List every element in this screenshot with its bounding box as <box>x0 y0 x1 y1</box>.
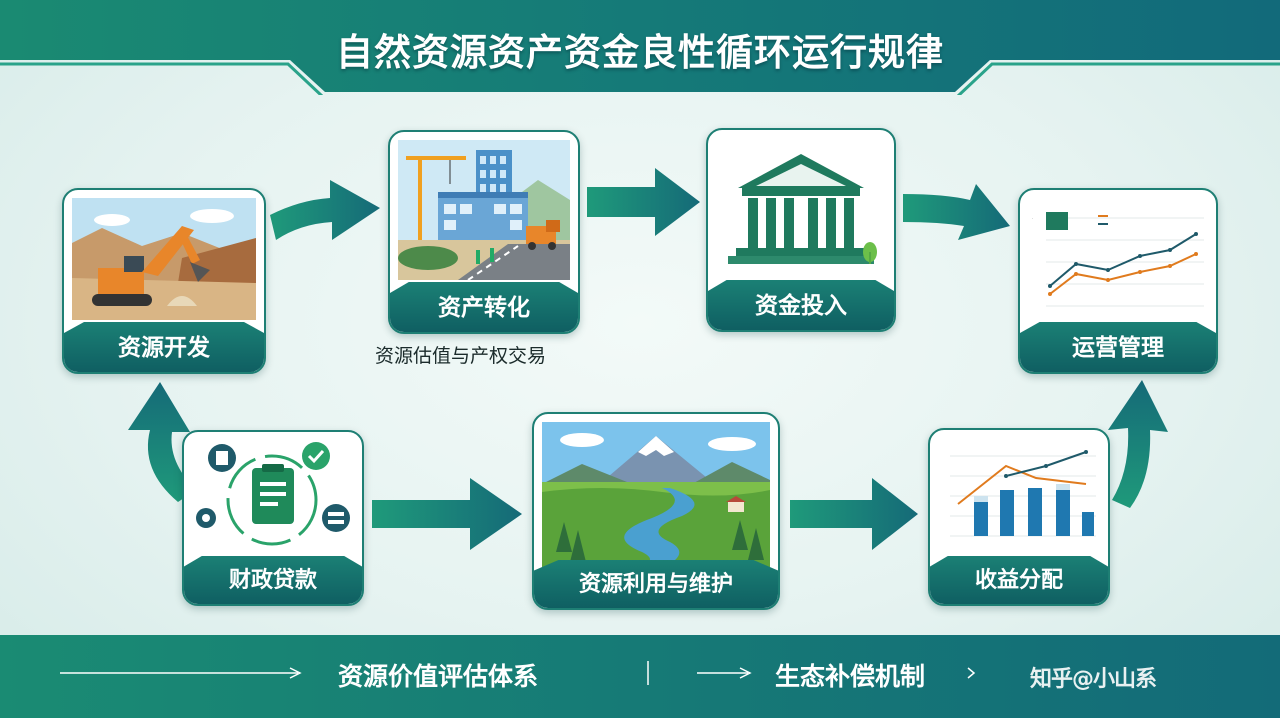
stage-card-operation-management: · 运营管理 <box>1018 188 1218 374</box>
stage-label: 财政贷款 <box>184 556 362 604</box>
stage-label: 资源开发 <box>64 322 264 372</box>
page-title: 自然资源资产资金良性循环运行规律 <box>336 31 944 74</box>
stage-label: 运营管理 <box>1020 322 1216 372</box>
stage-card-income-distribution: 收益分配 <box>928 428 1110 606</box>
construction-building-icon <box>398 140 570 280</box>
arrow-utilization-to-income <box>790 478 918 550</box>
stage-label: 资产转化 <box>390 282 578 332</box>
excavator-icon <box>72 198 256 320</box>
line-chart-icon: · <box>1028 198 1208 322</box>
stage-sublabel-conversion: 资源估值与产权交易 <box>375 345 547 367</box>
stage-card-resource-development: 资源开发 <box>62 188 266 374</box>
arrow-income-to-operation <box>1108 380 1168 508</box>
stage-card-finance-loan: 财政贷款 <box>182 430 364 606</box>
stage-label: 资源利用与维护 <box>534 560 778 608</box>
header-band <box>0 0 1280 95</box>
stage-card-capital-input: 资金投入 <box>706 128 896 332</box>
document-clipboard-icon <box>190 438 356 556</box>
footer-bar: 资源价值评估体系 生态补偿机制 知乎@小山系 <box>0 635 1280 718</box>
arrow-investment-to-operation <box>903 184 1010 240</box>
arrow-finance-to-utilization <box>372 478 522 550</box>
arrow-dev-to-conversion <box>270 180 380 240</box>
stage-label: 资金投入 <box>708 280 894 330</box>
svg-text:·: · <box>1032 216 1033 221</box>
stage-card-resource-utilization: 资源利用与维护 <box>532 412 780 610</box>
watermark: 知乎@小山系 <box>1030 667 1157 692</box>
bar-chart-icon <box>936 436 1102 552</box>
footer-arrows <box>60 661 976 685</box>
bank-building-icon <box>718 140 884 278</box>
arrow-conversion-to-investment <box>587 168 700 236</box>
stage-label: 收益分配 <box>930 556 1108 604</box>
stage-card-asset-conversion: 资产转化 <box>388 130 580 334</box>
landscape-river-icon <box>542 422 770 568</box>
footer-left-text: 资源价值评估体系 <box>338 662 539 691</box>
footer-right-text: 生态补偿机制 <box>775 662 926 691</box>
